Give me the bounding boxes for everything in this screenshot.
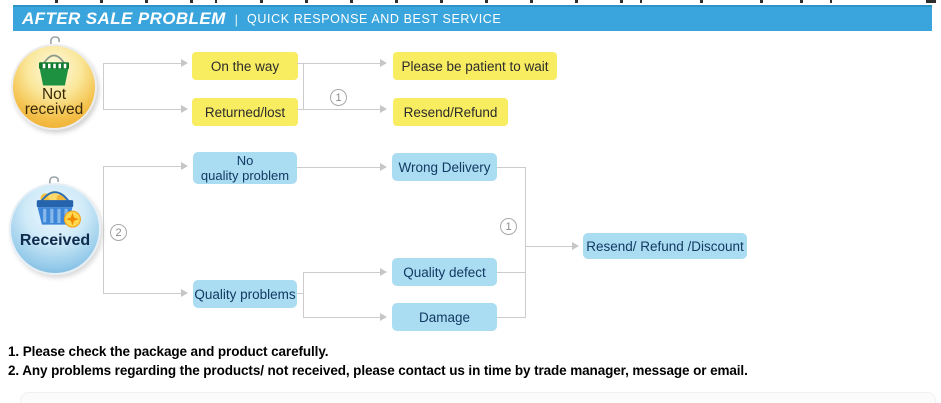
box-quality-defect: Quality defect — [392, 258, 497, 286]
box-damage: Damage — [392, 303, 497, 331]
node-label: Not received — [24, 86, 84, 118]
box-no-quality-problem: No quality problem — [193, 152, 297, 184]
connector-line — [303, 63, 304, 110]
step-badge-1: 1 — [330, 89, 347, 106]
connector-line — [303, 272, 380, 273]
connector-line — [297, 167, 380, 168]
green-shopping-basket-icon — [39, 54, 69, 86]
hanger-hook-icon — [50, 36, 60, 45]
connector-line — [103, 63, 181, 64]
footnote-1: 1. Please check the package and product … — [8, 344, 329, 359]
box-please-be-patient: Please be patient to wait — [393, 52, 557, 80]
arrowhead-icon — [181, 105, 188, 113]
node-received: Received — [9, 183, 101, 275]
connector-line — [303, 63, 380, 64]
arrowhead-icon — [380, 105, 387, 113]
connector-line — [103, 109, 181, 110]
connector-line — [103, 63, 104, 110]
footnotes: 1. Please check the package and product … — [8, 343, 748, 380]
blue-shopping-basket-icon — [36, 190, 81, 228]
arrowhead-icon — [181, 162, 188, 170]
box-wrong-delivery: Wrong Delivery — [392, 153, 497, 181]
connector-line — [297, 63, 304, 64]
connector-line — [297, 293, 304, 294]
connector-line — [303, 109, 380, 110]
arrowhead-icon — [380, 313, 387, 321]
connector-line — [103, 293, 181, 294]
node-not-received: Not received — [11, 44, 97, 130]
connector-line — [103, 166, 104, 294]
connector-line — [303, 317, 380, 318]
connector-line — [497, 167, 525, 168]
header-subtitle: QUICK RESPONSE AND BEST SERVICE — [247, 12, 502, 26]
connector-line — [497, 317, 525, 318]
hanger-hook-icon — [49, 176, 59, 185]
header-separator: | — [234, 11, 239, 27]
connector-line — [103, 166, 181, 167]
merge-badge-1: 1 — [500, 218, 517, 235]
connector-line — [525, 246, 572, 247]
arrowhead-icon — [380, 268, 387, 276]
arrowhead-icon — [181, 59, 188, 67]
bottom-card-edge — [20, 392, 936, 403]
header-title: AFTER SALE PROBLEM — [22, 9, 226, 28]
node-label: Received — [19, 232, 91, 249]
header-bar: AFTER SALE PROBLEM | QUICK RESPONSE AND … — [13, 5, 932, 31]
footnote-2: 2. Any problems regarding the products/ … — [8, 362, 748, 378]
connector-line — [497, 272, 525, 273]
box-resend-refund: Resend/Refund — [393, 98, 508, 126]
box-on-the-way: On the way — [192, 52, 298, 80]
arrowhead-icon — [380, 59, 387, 67]
connector-line — [297, 109, 304, 110]
connector-line — [525, 167, 526, 318]
branch-badge-2: 2 — [110, 224, 127, 241]
box-quality-problems: Quality problems — [193, 280, 297, 308]
arrowhead-icon — [572, 242, 579, 250]
connector-line — [303, 272, 304, 318]
box-resend-refund-discount: Resend/ Refund /Discount — [583, 233, 747, 259]
arrowhead-icon — [181, 289, 188, 297]
box-returned-lost: Returned/lost — [192, 98, 298, 126]
arrowhead-icon — [380, 163, 387, 171]
